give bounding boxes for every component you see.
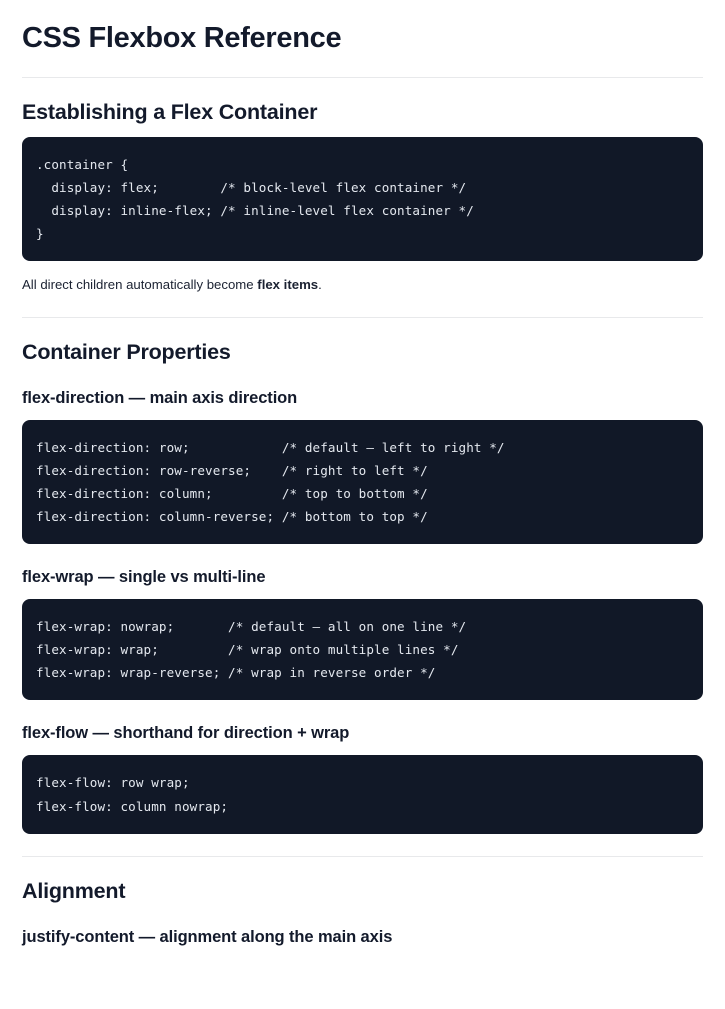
flex-items-note-suffix: .: [318, 277, 322, 293]
divider-after-title: [22, 77, 703, 79]
section-heading-container-properties: Container Properties: [22, 340, 231, 365]
code-block-flex-wrap: flex-wrap: nowrap; /* default — all on o…: [22, 599, 703, 701]
subsection-heading-justify-content: justify-content — alignment along the ma…: [22, 927, 393, 946]
flex-items-note-strong: flex items: [257, 277, 319, 293]
subsection-heading-flex-direction: flex-direction — main axis direction: [22, 389, 298, 408]
divider-after-establishing-section: [22, 317, 703, 319]
code-block-flex-direction: flex-direction: row; /* default — left t…: [22, 420, 703, 545]
divider-after-container-properties-section: [22, 855, 703, 857]
document-page: CSS Flexbox Reference Establishing a Fle…: [0, 22, 725, 947]
subsection-heading-flex-wrap: flex-wrap — single vs multi-line: [22, 568, 266, 587]
code-block-flex-flow: flex-flow: row wrap; flex-flow: column n…: [22, 755, 703, 834]
subsection-heading-flex-flow: flex-flow — shorthand for direction + wr…: [22, 724, 350, 743]
flex-items-note: All direct children automatically become…: [22, 275, 703, 295]
code-block-establishing-flex-container: .container { display: flex; /* block-lev…: [22, 137, 703, 262]
flex-items-note-prefix: All direct children automatically become: [22, 277, 258, 293]
section-heading-alignment: Alignment: [22, 878, 126, 903]
page-title: CSS Flexbox Reference: [22, 22, 342, 54]
section-heading-establishing-a-flex-container: Establishing a Flex Container: [22, 100, 318, 125]
